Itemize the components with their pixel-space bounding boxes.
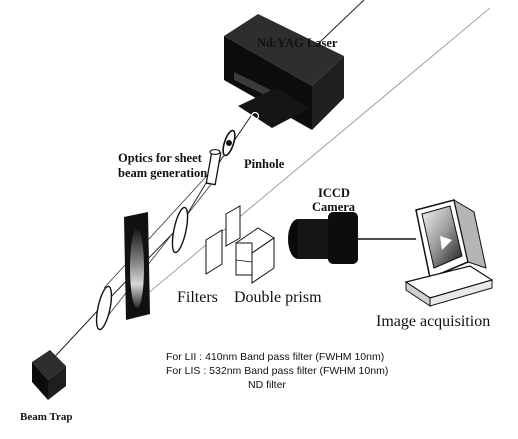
cylindrical-lens-icon <box>205 149 222 186</box>
beam-trap-label: Beam Trap <box>20 411 73 423</box>
iccd-label-line2: Camera <box>312 200 356 214</box>
optics-label-line2: beam generation <box>118 166 208 180</box>
computer-icon <box>404 198 494 307</box>
focusing-lens-icon <box>171 206 189 254</box>
collimating-lens-icon <box>95 285 113 331</box>
laser-label: Nd:YAG Laser <box>257 36 338 50</box>
iccd-label-line1: ICCD <box>318 186 350 200</box>
double-prism-label: Double prism <box>234 289 322 306</box>
pinhole-icon <box>222 129 236 157</box>
filter-note-lis: For LIS : 532nm Band pass filter (FWHM 1… <box>166 365 389 377</box>
double-prism-icon <box>235 227 275 284</box>
pinhole-label: Pinhole <box>244 157 285 171</box>
laser-box <box>224 14 344 130</box>
guide-line <box>127 7 491 311</box>
filters-label: Filters <box>177 289 218 306</box>
filter-note-nd: ND filter <box>248 379 286 391</box>
image-acquisition-label: Image acquisition <box>376 313 491 330</box>
iccd-camera-icon <box>288 212 358 264</box>
laser-aperture-icon <box>250 111 260 121</box>
laser-sheet-icon <box>124 212 150 320</box>
filter-note-lii: For LII : 410nm Band pass filter (FWHM 1… <box>166 351 385 363</box>
filters-icon <box>205 205 241 275</box>
sheet-beam-lower <box>99 177 217 327</box>
optics-label-line1: Optics for sheet <box>118 151 202 165</box>
beam-trap-icon <box>32 350 66 400</box>
sheet-beam-upper <box>103 167 215 289</box>
